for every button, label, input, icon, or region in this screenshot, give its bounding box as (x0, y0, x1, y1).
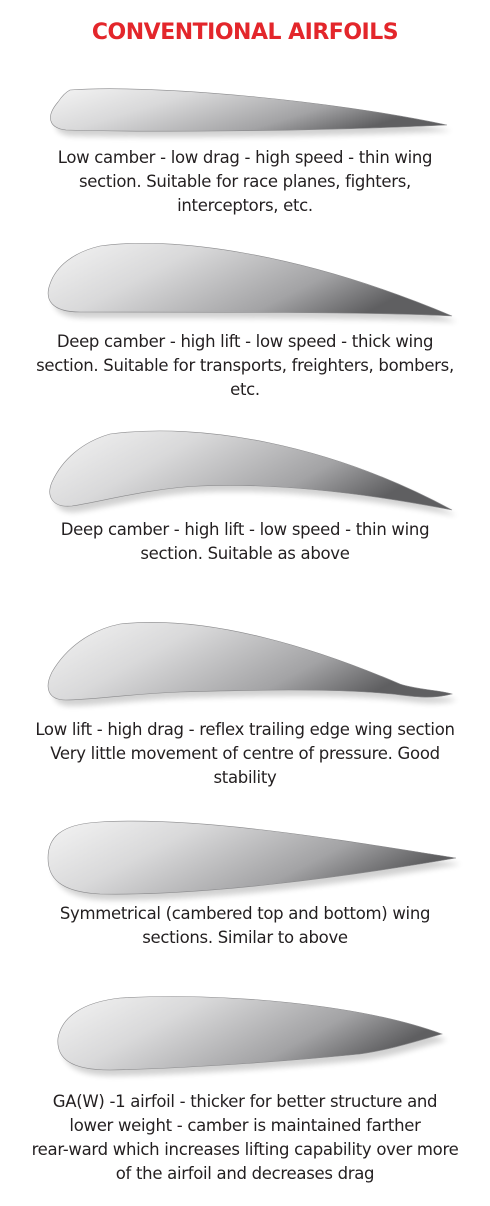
airfoil-shape-deep-camber-thick (47, 242, 457, 322)
caption-line: Very little movement of centre of pressu… (50, 744, 440, 763)
caption-line: GA(W) -1 airfoil - thicker for better st… (52, 1092, 438, 1111)
airfoil-shape-deep-camber-thin (49, 430, 458, 516)
caption-line: Symmetrical (cambered top and bottom) wi… (59, 904, 431, 923)
caption-line: section. Suitable for race planes, fight… (79, 172, 411, 191)
caption-line: Low lift - high drag - reflex trailing e… (35, 720, 455, 739)
caption-line: section. Suitable for transports, freigh… (36, 356, 454, 375)
caption-reflex: Low lift - high drag - reflex trailing e… (0, 718, 490, 790)
page-title: CONVENTIONAL AIRFOILS (91, 20, 399, 45)
caption-low-camber: Low camber - low drag - high speed - thi… (0, 146, 490, 218)
caption-line: rear-ward which increases lifting capabi… (31, 1140, 459, 1159)
caption-gaw1: GA(W) -1 airfoil - thicker for better st… (0, 1090, 490, 1186)
caption-line: Deep camber - high lift - low speed - th… (60, 520, 430, 539)
caption-deep-camber-thin: Deep camber - high lift - low speed - th… (0, 518, 490, 566)
caption-line: of the airfoil and decreases drag (115, 1164, 375, 1183)
caption-deep-camber-thick: Deep camber - high lift - low speed - th… (0, 330, 490, 402)
airfoil-low-camber (0, 88, 490, 148)
caption-line: etc. (230, 380, 260, 399)
airfoil-shape-reflex (47, 622, 458, 706)
airfoil-reflex (0, 620, 490, 710)
caption-line: sections. Similar to above (142, 928, 348, 947)
caption-line: interceptors, etc. (177, 196, 313, 215)
caption-line: Deep camber - high lift - low speed - th… (56, 332, 434, 351)
airfoil-shape-symmetrical (47, 820, 461, 901)
airfoil-deep-camber-thin (0, 428, 490, 518)
airfoil-symmetrical (0, 818, 490, 901)
airfoil-shape-low-camber (50, 88, 452, 138)
airfoil-deep-camber-thick (0, 242, 490, 322)
caption-symmetrical: Symmetrical (cambered top and bottom) wi… (0, 902, 490, 950)
caption-line: stability (213, 768, 277, 787)
airfoil-gaw1 (0, 994, 490, 1076)
caption-line: section. Suitable as above (140, 544, 350, 563)
airfoil-shape-gaw1 (57, 996, 447, 1076)
caption-line: lower weight - camber is maintained fart… (69, 1116, 421, 1135)
caption-line: Low camber - low drag - high speed - thi… (57, 148, 433, 167)
